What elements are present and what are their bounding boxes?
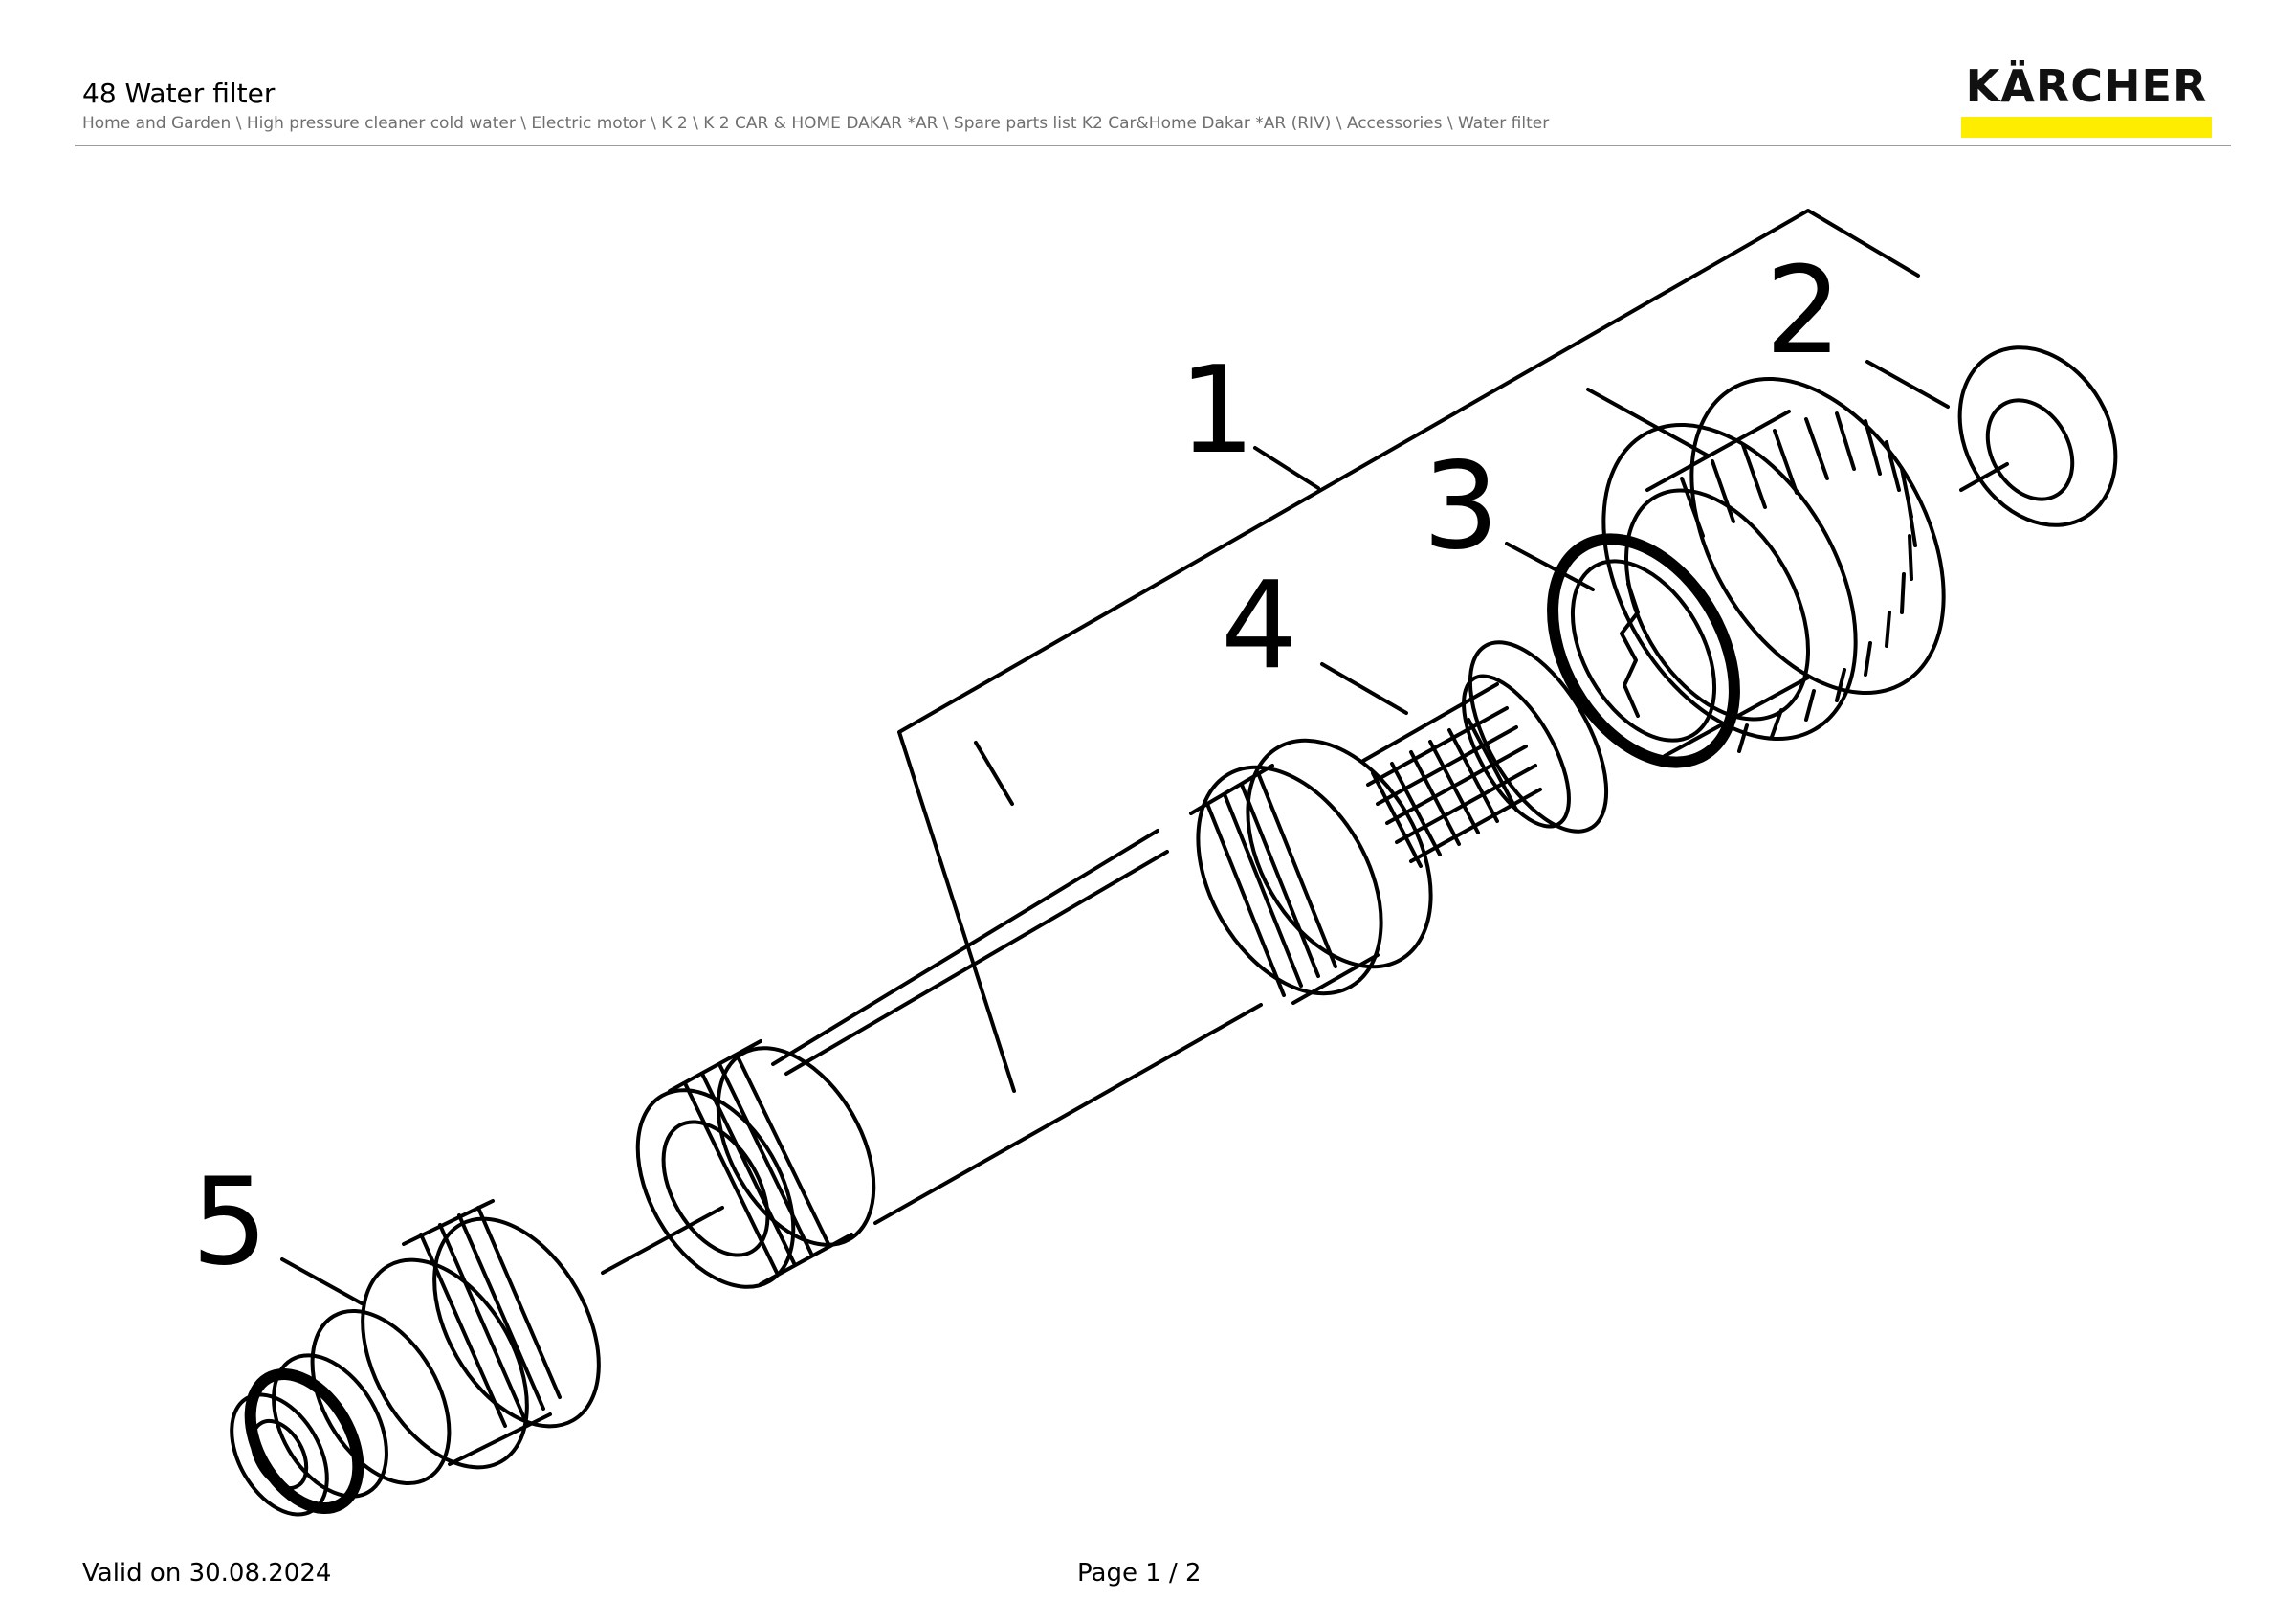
- part-washer: [1957, 345, 2118, 527]
- leader-line-4: [1320, 662, 1408, 715]
- axis-line-b: [1959, 462, 2009, 492]
- callout-5: 5: [191, 1151, 268, 1292]
- axis-line-a: [601, 1206, 724, 1275]
- header-divider: [75, 145, 2231, 146]
- leader-line-5: [280, 1257, 364, 1305]
- callout-1: 1: [1179, 340, 1255, 480]
- leader-line-2: [1866, 360, 1950, 409]
- page-title: 48 Water filter: [82, 78, 276, 109]
- kaercher-logo-icon: KÄRCHER: [1961, 61, 2212, 138]
- leader-line-1: [1253, 446, 1320, 490]
- part-o-ring: [1547, 533, 1740, 768]
- callout-3: 3: [1423, 435, 1499, 576]
- part-union-nut: [1601, 376, 1946, 758]
- breadcrumb: Home and Garden \ High pressure cleaner …: [82, 114, 1550, 133]
- logo-yellow-bar: [1961, 117, 2212, 138]
- part-filter-housing: [771, 738, 1433, 1225]
- callout-4: 4: [1221, 555, 1297, 696]
- logo-wordmark: KÄRCHER: [1965, 60, 2208, 112]
- validity-date: Valid on 30.08.2024: [82, 1559, 332, 1588]
- leader-bracket-tick-a: [1586, 388, 1710, 457]
- page-number: Page 1 / 2: [1077, 1559, 1202, 1588]
- part-housing-end: [635, 1039, 876, 1289]
- part-hose-coupling: [230, 1199, 601, 1517]
- callout-2: 2: [1765, 240, 1842, 381]
- part-filter-strainer: [1361, 640, 1609, 868]
- leader-bracket-tick-b: [974, 741, 1014, 806]
- assembly-bracket: [897, 209, 1920, 1093]
